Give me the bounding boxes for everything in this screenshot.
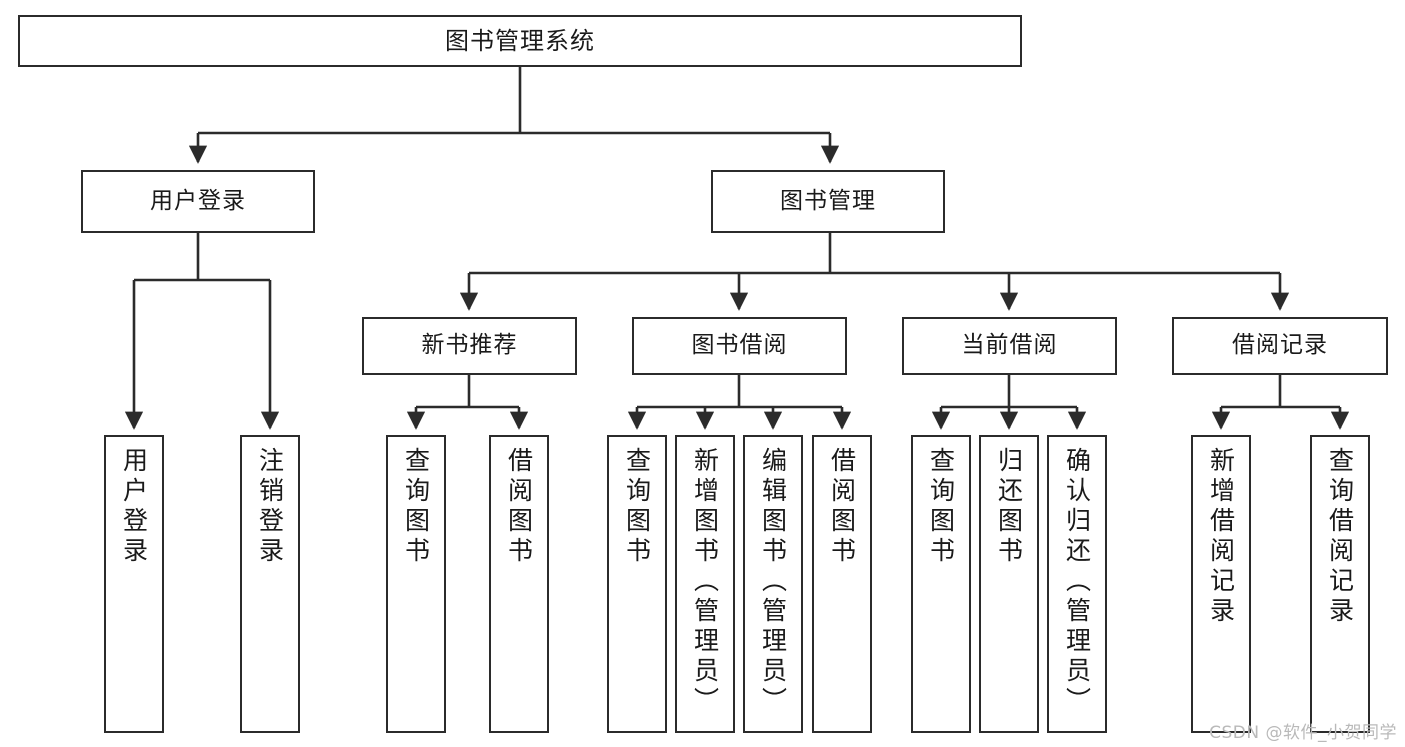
node-label: 图书管理系统	[445, 26, 595, 55]
node-borrow-record[interactable]: 借阅记录	[1172, 317, 1388, 375]
watermark-text: CSDN @软件_小贺同学	[1209, 723, 1397, 743]
leaf-borrow-edit-book-admin[interactable]: 编辑图书（管理员）	[743, 435, 803, 733]
node-label: 借阅图书	[827, 447, 857, 567]
leaf-current-return-book[interactable]: 归还图书	[979, 435, 1039, 733]
leaf-borrow-query-book[interactable]: 查询图书	[607, 435, 667, 733]
node-book-borrow[interactable]: 图书借阅	[632, 317, 847, 375]
leaf-current-query-book[interactable]: 查询图书	[911, 435, 971, 733]
leaf-current-confirm-return-admin[interactable]: 确认归还（管理员）	[1047, 435, 1107, 733]
node-label: 图书借阅	[691, 332, 788, 359]
leaf-newbook-query-book[interactable]: 查询图书	[386, 435, 446, 733]
leaf-borrow-add-book-admin[interactable]: 新增图书（管理员）	[675, 435, 735, 733]
node-label: 新增借阅记录	[1206, 447, 1236, 627]
node-label: 查询借阅记录	[1325, 447, 1355, 627]
leaf-record-query-borrow-record[interactable]: 查询借阅记录	[1310, 435, 1370, 733]
node-label: 借阅图书	[504, 447, 534, 567]
node-root-system[interactable]: 图书管理系统	[18, 15, 1022, 67]
node-label: 新书推荐	[421, 332, 518, 359]
node-label: 编辑图书（管理员）	[758, 447, 788, 717]
node-label: 确认归还（管理员）	[1062, 447, 1092, 717]
node-label: 当前借阅	[961, 332, 1058, 359]
leaf-record-add-borrow-record[interactable]: 新增借阅记录	[1191, 435, 1251, 733]
leaf-newbook-borrow-book[interactable]: 借阅图书	[489, 435, 549, 733]
node-book-management[interactable]: 图书管理	[711, 170, 945, 233]
node-current-borrow[interactable]: 当前借阅	[902, 317, 1117, 375]
node-label: 新增图书（管理员）	[690, 447, 720, 717]
node-label: 查询图书	[401, 447, 431, 567]
leaf-user-login-action[interactable]: 用户登录	[104, 435, 164, 733]
node-label: 查询图书	[926, 447, 956, 567]
node-new-book-recommend[interactable]: 新书推荐	[362, 317, 577, 375]
node-label: 用户登录	[119, 447, 149, 567]
node-label: 图书管理	[780, 187, 876, 214]
node-label: 归还图书	[994, 447, 1024, 567]
leaf-borrow-borrow-book[interactable]: 借阅图书	[812, 435, 872, 733]
node-label: 注销登录	[255, 447, 285, 567]
node-label: 查询图书	[622, 447, 652, 567]
leaf-user-logout-action[interactable]: 注销登录	[240, 435, 300, 733]
node-label: 借阅记录	[1232, 332, 1328, 359]
node-user-login[interactable]: 用户登录	[81, 170, 315, 233]
node-label: 用户登录	[150, 187, 246, 214]
